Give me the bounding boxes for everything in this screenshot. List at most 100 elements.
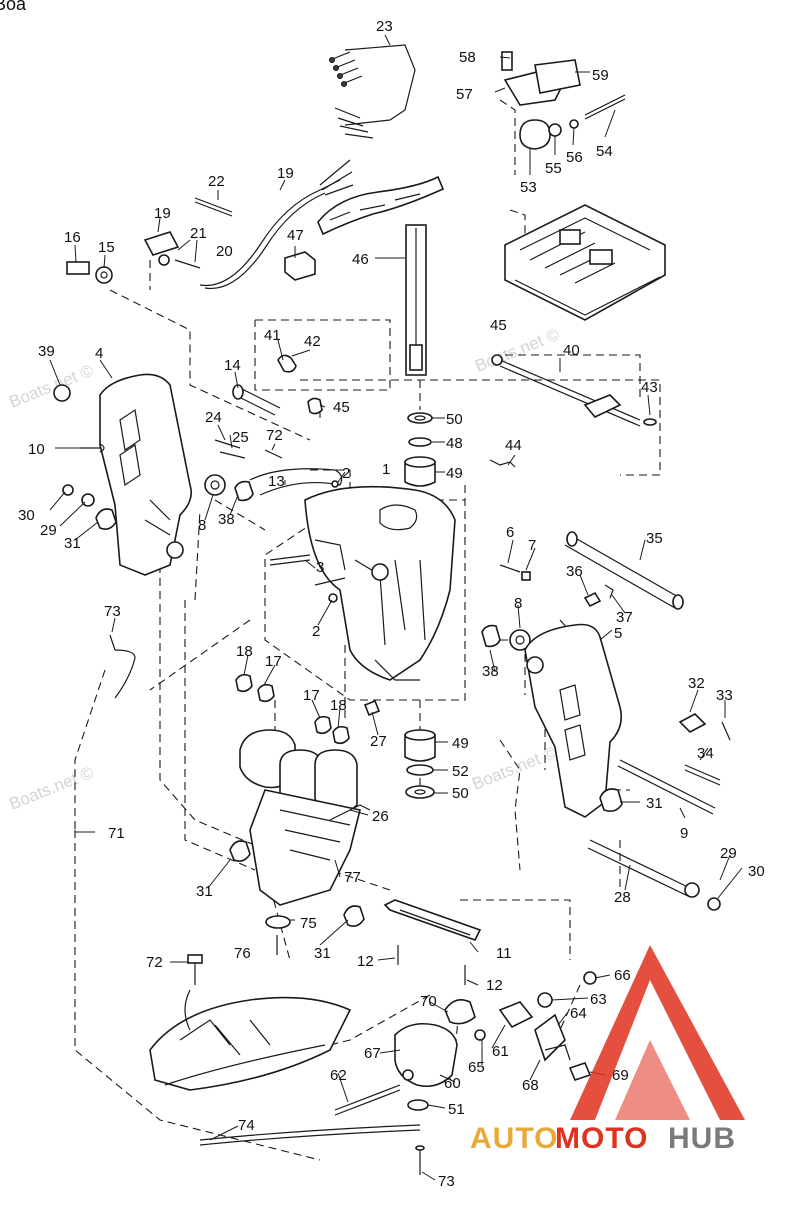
- callout-11: 11: [496, 945, 512, 962]
- callout-9: 9: [680, 825, 688, 842]
- callout-51: 51: [448, 1101, 465, 1118]
- callout-6: 6: [506, 524, 514, 541]
- pin-14: [232, 384, 281, 416]
- logo-triangle: [570, 945, 745, 1120]
- callout-48: 48: [446, 435, 463, 452]
- callout-38-right: 38: [482, 663, 499, 680]
- callout-15: 15: [98, 239, 115, 256]
- callout-75: 75: [300, 915, 317, 932]
- steering-shaft-46: [317, 175, 445, 376]
- callout-27: 27: [370, 733, 387, 750]
- callout-17-right: 17: [303, 687, 320, 704]
- callout-40: 40: [563, 342, 580, 359]
- callout-56: 56: [566, 149, 583, 166]
- callout-4: 4: [95, 345, 103, 362]
- callout-19-upper: 19: [277, 165, 294, 182]
- callout-3: 3: [316, 559, 324, 576]
- callout-8-left: 8: [198, 517, 206, 534]
- callout-19-lower: 19: [154, 205, 171, 222]
- bushing-38-right: [481, 624, 501, 648]
- callout-45-lower: 45: [333, 399, 350, 416]
- callout-8-right: 8: [514, 595, 522, 612]
- callout-18-right: 18: [330, 697, 347, 714]
- callout-74: 74: [238, 1117, 255, 1134]
- callout-14: 14: [224, 357, 241, 374]
- callout-41: 41: [264, 327, 281, 344]
- callout-72-lower: 72: [146, 954, 163, 971]
- ground-wire: [114, 649, 136, 699]
- callout-43: 43: [641, 379, 658, 396]
- washer-8-right: [509, 629, 531, 651]
- callout-39: 39: [38, 343, 55, 360]
- rod-28: [587, 839, 721, 911]
- callout-72-upper: 72: [266, 427, 283, 444]
- tilt-shaft-40: [491, 354, 657, 427]
- corner-watermark: Boa: [0, 0, 27, 14]
- callout-13: 13: [268, 473, 285, 490]
- callout-31-left: 31: [64, 535, 81, 552]
- bolt-34: [684, 764, 721, 781]
- callout-66: 66: [614, 967, 631, 984]
- callout-62: 62: [330, 1067, 347, 1084]
- callout-63: 63: [590, 991, 607, 1008]
- callout-5: 5: [614, 625, 622, 642]
- callout-35: 35: [646, 530, 663, 547]
- part-36: [583, 591, 602, 608]
- plate-11: [383, 899, 482, 985]
- callout-12-right: 12: [486, 977, 503, 994]
- washer-75: [265, 915, 291, 929]
- callout-61: 61: [492, 1043, 509, 1060]
- callout-45-upper: 45: [490, 317, 507, 334]
- callout-58: 58: [459, 49, 476, 66]
- right-clamp-bracket-5: [524, 623, 623, 818]
- top-bracket-assembly: [501, 51, 626, 150]
- bolt-27: [363, 699, 381, 717]
- callout-30-left: 30: [18, 507, 35, 524]
- small-bolts-24-25-72: [214, 439, 283, 459]
- site-watermark-1: Boats.net ©: [6, 361, 96, 412]
- callout-2-lower: 2: [312, 623, 320, 640]
- cable-19: [199, 159, 354, 290]
- callout-22: 22: [208, 173, 225, 190]
- callout-49-lower: 49: [452, 735, 469, 752]
- callout-50-upper: 50: [446, 411, 463, 428]
- callout-73-upper: 73: [104, 603, 121, 620]
- callout-54: 54: [596, 143, 613, 160]
- callout-59: 59: [592, 67, 609, 84]
- logo-text-auto: AUTO: [470, 1122, 558, 1155]
- tilt-tube-35: [564, 531, 684, 610]
- callout-73-lower: 73: [438, 1173, 455, 1190]
- callout-47: 47: [287, 227, 304, 244]
- callout-52: 52: [452, 763, 469, 780]
- callout-31-right: 31: [646, 795, 663, 812]
- callout-36: 36: [566, 563, 583, 580]
- callout-30-right: 30: [748, 863, 765, 880]
- clip-7: [521, 571, 531, 581]
- callout-65: 65: [468, 1059, 485, 1076]
- callout-77: 77: [344, 869, 361, 886]
- bolt-6: [499, 564, 521, 573]
- swivel-bracket-1: [304, 485, 456, 681]
- lower-cowl: [149, 996, 352, 1091]
- washer-8-left: [204, 474, 226, 496]
- part-45: [307, 397, 323, 415]
- callout-7: 7: [528, 537, 536, 554]
- callout-70: 70: [420, 993, 437, 1010]
- callout-31-lower-left: 31: [196, 883, 213, 900]
- callout-20: 20: [216, 243, 233, 260]
- callout-50-lower: 50: [452, 785, 469, 802]
- callout-10: 10: [28, 441, 45, 458]
- callout-23: 23: [376, 18, 393, 35]
- callout-76: 76: [234, 945, 251, 962]
- callout-labels: 23 58 59 57 54 55 56 53 22 19 19 16 15 2…: [18, 18, 765, 1190]
- wiring-harness-23: [329, 44, 416, 139]
- bushing-31-lower: [343, 905, 365, 927]
- washer-51: [407, 1099, 429, 1111]
- callout-42: 42: [304, 333, 321, 350]
- callout-49-upper: 49: [446, 465, 463, 482]
- callout-leaders: [49, 34, 743, 1181]
- callout-57: 57: [456, 86, 473, 103]
- left-washers: [62, 484, 117, 530]
